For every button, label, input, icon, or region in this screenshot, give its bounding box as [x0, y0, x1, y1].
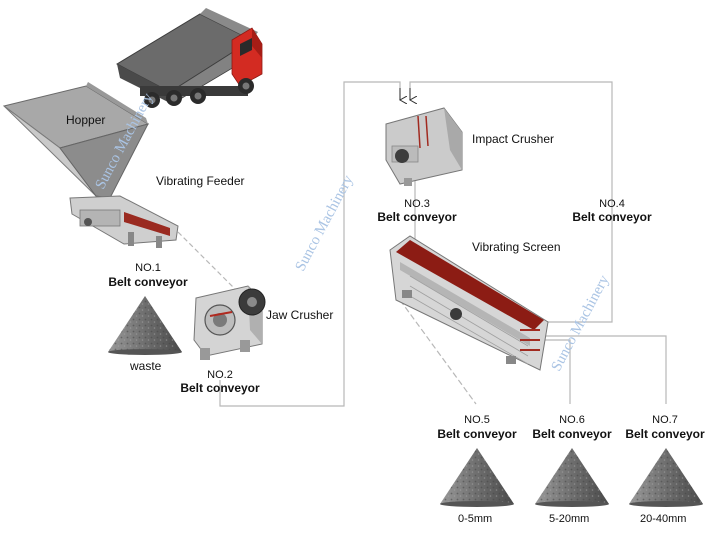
flow-jaw-to-impact	[219, 81, 401, 407]
conveyor-number: NO.6	[559, 414, 585, 426]
flow-screen-to-no7	[536, 335, 667, 404]
pile-5-20mm	[535, 448, 609, 507]
conveyor-number: NO.4	[599, 198, 625, 210]
conveyor-name: Belt conveyor	[437, 427, 517, 441]
vibrating-feeder-illustration	[69, 195, 179, 248]
flow-screen-to-no5	[399, 299, 477, 405]
product-size-label: 5-20mm	[549, 513, 590, 525]
conveyor-name: Belt conveyor	[572, 210, 652, 224]
conveyor-number: NO.1	[135, 262, 161, 274]
jaw-crusher-illustration	[193, 285, 266, 360]
vibrating-feeder-label: Vibrating Feeder	[156, 174, 245, 188]
product-size-label: 0-5mm	[458, 513, 493, 525]
pile-20-40mm	[629, 448, 703, 507]
flow-screen-to-no6	[536, 339, 571, 404]
conveyor-name: Belt conveyor	[180, 381, 260, 395]
conveyor-number: NO.7	[652, 414, 678, 426]
product-size-label: 20-40mm	[640, 513, 687, 525]
conveyor-number: NO.2	[207, 369, 233, 381]
dump-truck-illustration	[115, 8, 263, 108]
conveyor-name: Belt conveyor	[625, 427, 705, 441]
conveyor-name: Belt conveyor	[108, 275, 188, 289]
hopper-illustration	[2, 82, 150, 199]
flow-feeder-to-jaw	[177, 231, 239, 293]
conveyor-name: Belt conveyor	[532, 427, 612, 441]
pile-waste	[108, 296, 182, 355]
conveyor-name: Belt conveyor	[377, 210, 457, 224]
impact-crusher-label: Impact Crusher	[472, 132, 555, 146]
impact-crusher-illustration	[385, 107, 463, 186]
stockpiles	[108, 296, 703, 507]
conveyor-number: NO.5	[464, 414, 490, 426]
conveyor-number: NO.3	[404, 198, 430, 210]
pile-0-5mm	[440, 448, 514, 507]
hopper-label: Hopper	[66, 113, 106, 127]
vibrating-screen-illustration	[389, 235, 549, 371]
vibrating-screen-label: Vibrating Screen	[472, 240, 561, 254]
jaw-crusher-label: Jaw Crusher	[266, 308, 334, 322]
waste-label: waste	[130, 359, 162, 373]
